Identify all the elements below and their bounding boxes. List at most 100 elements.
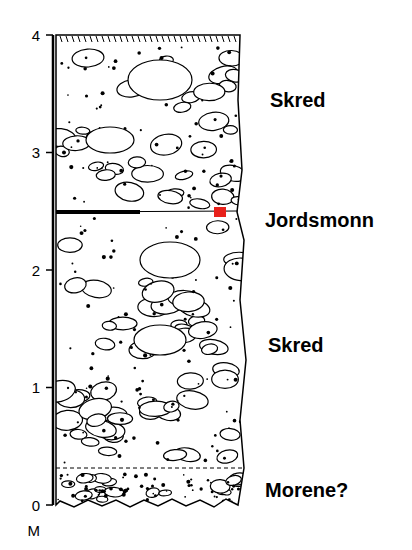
- grain: [194, 122, 198, 126]
- clast: [94, 337, 115, 351]
- grain: [192, 489, 194, 491]
- clast: [63, 276, 87, 295]
- grain: [154, 494, 157, 497]
- grain: [177, 419, 180, 422]
- grain: [111, 239, 114, 242]
- clast: [172, 291, 205, 313]
- grain: [216, 496, 218, 498]
- grain: [134, 367, 137, 370]
- grain: [155, 143, 159, 147]
- surface-hatch: [102, 36, 104, 42]
- clast: [198, 337, 229, 356]
- grain: [91, 352, 94, 355]
- clast: [86, 412, 108, 428]
- grain: [96, 108, 98, 110]
- surface-hatch: [120, 36, 122, 42]
- grain: [118, 316, 120, 318]
- grain: [233, 300, 235, 302]
- grain: [135, 388, 139, 392]
- grain: [83, 67, 86, 70]
- grain: [177, 400, 179, 402]
- clast: [215, 448, 239, 465]
- grain: [182, 349, 185, 352]
- grain: [81, 473, 85, 477]
- grain: [167, 458, 170, 461]
- surface-hatch: [156, 36, 158, 42]
- grain: [71, 494, 75, 498]
- grain: [227, 50, 231, 54]
- grain: [210, 482, 212, 484]
- grain: [231, 488, 233, 490]
- grain: [214, 434, 217, 437]
- grain: [102, 429, 106, 433]
- grain: [83, 229, 86, 232]
- grain: [150, 283, 152, 285]
- grain: [227, 481, 229, 483]
- grain: [202, 154, 204, 156]
- surface-hatch: [84, 36, 86, 42]
- grain: [187, 359, 191, 363]
- clast: [173, 101, 192, 114]
- clast: [211, 188, 234, 205]
- grain: [228, 427, 230, 429]
- grain: [108, 66, 110, 68]
- surface-hatch: [168, 36, 170, 42]
- grain: [234, 114, 237, 117]
- surface-hatch: [126, 36, 128, 42]
- boulder: [86, 127, 134, 153]
- surface-hatch: [222, 36, 224, 42]
- surface-hatch: [90, 36, 92, 42]
- grain: [151, 165, 153, 167]
- grain: [232, 263, 234, 265]
- grain: [187, 194, 191, 198]
- grain: [192, 187, 196, 191]
- grain: [176, 146, 179, 149]
- grain: [74, 271, 76, 273]
- grain: [139, 393, 142, 396]
- grain: [69, 347, 71, 349]
- clast: [102, 321, 117, 331]
- axis-label: 1: [32, 380, 40, 395]
- surface-hatch: [162, 36, 164, 42]
- grain: [88, 384, 92, 388]
- grain: [184, 170, 187, 173]
- grain: [152, 312, 155, 315]
- grain: [104, 494, 108, 498]
- grain: [86, 387, 88, 389]
- clast: [104, 487, 124, 498]
- boulder: [140, 242, 200, 278]
- grain: [122, 476, 124, 478]
- grain: [237, 487, 240, 490]
- grain: [67, 94, 69, 96]
- grain: [160, 303, 164, 307]
- grain: [85, 94, 88, 97]
- layer-boundary: [56, 468, 244, 469]
- grain: [211, 490, 214, 493]
- grain: [105, 387, 108, 390]
- grain: [242, 207, 245, 210]
- layer-label: Skred: [268, 335, 324, 355]
- grain: [166, 458, 168, 460]
- grain: [216, 183, 219, 186]
- grain: [99, 106, 102, 109]
- grain: [152, 493, 154, 495]
- grain: [215, 276, 218, 279]
- grain: [217, 202, 220, 205]
- soil-horizon: [56, 210, 140, 214]
- layer-boundary: [56, 211, 238, 212]
- surface-hatch: [78, 36, 80, 42]
- grain: [219, 174, 222, 177]
- layer-label: Morene?: [265, 480, 348, 500]
- grain: [123, 183, 126, 186]
- grain: [165, 227, 167, 229]
- grain: [223, 457, 226, 460]
- surface-hatch: [210, 36, 212, 42]
- grain: [71, 263, 73, 265]
- axis-label: 4: [32, 28, 40, 43]
- grain: [83, 201, 85, 203]
- grain: [165, 103, 169, 107]
- axis-tick: [46, 269, 53, 271]
- clast: [210, 479, 230, 494]
- grain: [130, 346, 133, 349]
- grain: [233, 419, 237, 423]
